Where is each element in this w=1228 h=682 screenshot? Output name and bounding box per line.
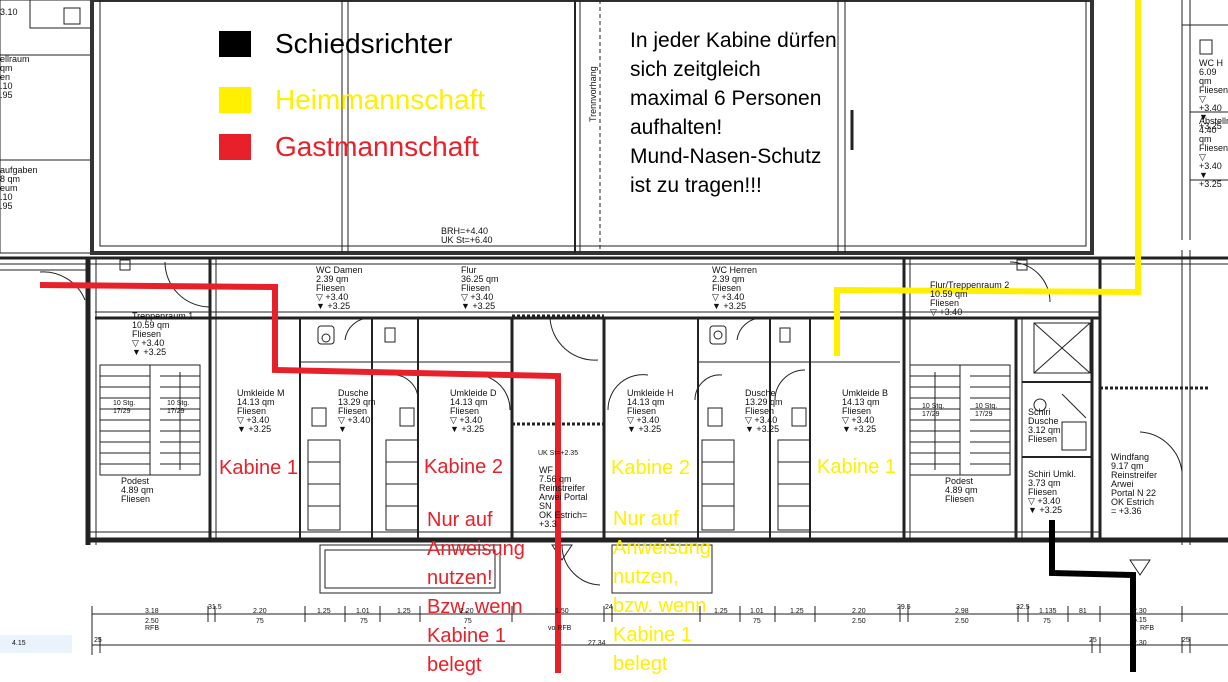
stairs-label-1b: 10 Stg. 17/29 <box>167 400 190 415</box>
home-cabin-1-label: Kabine 1 <box>817 456 896 478</box>
uk-st-label: UK St=+2.35 <box>538 450 579 457</box>
dim-sub-label: 75 <box>464 618 472 625</box>
dim-label: 1.50 <box>555 608 569 615</box>
home-cabin-2-label: Kabine 2 <box>611 457 690 479</box>
dim-label: 3.18 <box>145 608 159 615</box>
dim-rfb-left: RFB <box>145 625 159 632</box>
dim-label: 32.5 <box>1016 604 1030 611</box>
room-wc-damen: WC Damen 2.39 qm Fliesen ▽ +3.40 ▼ +3.25 <box>316 265 363 311</box>
legend-home-label: Heimmannschaft <box>275 84 486 115</box>
legend-referee-label: Schiedsrichter <box>275 28 453 59</box>
legend-guest-swatch <box>219 134 251 160</box>
referee-route-line <box>1049 520 1136 672</box>
dim-label: 2.98 <box>955 608 969 615</box>
room-wf: WF 7.56 qm Reinstreifer Arwei Portal SN … <box>539 465 588 529</box>
dim-label: 1.25 <box>397 608 411 615</box>
dim-label: 1.25 <box>714 608 728 615</box>
room-umkleide-d: Umkleide D 14.13 qm Fliesen ▽ +3.40 ▼ +3… <box>450 388 497 434</box>
dim-label: 31.5 <box>208 604 222 611</box>
dim-sub-label: 75 <box>256 618 264 625</box>
dim-615: 6.15 <box>1133 617 1147 624</box>
dim-sub-label: 75 <box>753 618 761 625</box>
dim-sub-label: 75 <box>1043 618 1051 625</box>
legend-home-swatch <box>219 87 251 113</box>
fragment-sonderaufgaben-left: aufgaben 8 qm eum .10 .95 <box>0 165 38 211</box>
dim-label: 1.135 <box>1039 608 1057 615</box>
guest-usage-note: Nur auf Anweisung nutzen! Bzw. wenn Kabi… <box>427 509 525 676</box>
stairs-label-2a: 10 Stg. 17/29 <box>922 403 945 418</box>
guest-cabin-1-label: Kabine 1 <box>219 457 298 479</box>
room-schiri-dusche: Schiri Dusche 3.12 qm Fliesen <box>1028 407 1061 444</box>
dim-sub-label: 2.50 <box>955 618 969 625</box>
dim-label: 24 <box>605 604 613 611</box>
legend-referee-swatch <box>219 31 251 57</box>
notice-text: In jeder Kabine dürfen sich zeitgleich m… <box>630 29 837 197</box>
dim-label: 29.5 <box>897 604 911 611</box>
dim-label: 1.01 <box>750 608 764 615</box>
room-podest-right: Podest 4.89 qm Fliesen <box>945 476 978 504</box>
room-podest-left: Podest 4.89 qm Fliesen <box>121 476 154 504</box>
room-windfang: Windfang 9.17 qm Reinstreifer Arwei Port… <box>1111 452 1158 516</box>
dim-left: 4.15 <box>12 640 26 647</box>
dim-label: 2.20 <box>253 608 267 615</box>
dim-230-b: 2.30 <box>1133 640 1147 647</box>
room-abstell-right: Abstellr 4.40 qm Fliesen ▽ +3.40 ▼ +3.25 <box>1199 116 1228 189</box>
room-schiri-umkleide: Schiri Umkl. 3.73 qm Fliesen ▽ +3.40 ▼ +… <box>1028 469 1077 515</box>
trennvorhang-label: Trennvorhang <box>588 66 598 122</box>
room-umkleide-b: Umkleide B 14.13 qm Fliesen ▽ +3.40 ▼ +3… <box>842 388 889 434</box>
dim-25-c: 25 <box>1182 637 1190 644</box>
dim-sub-label: 2.50 <box>145 618 159 625</box>
dim-total: 27.34 <box>588 640 606 647</box>
dim-label: 1.01 <box>356 608 370 615</box>
fragment-top-left: 3.10 <box>0 7 18 17</box>
legend-guest: Gastmannschaft <box>219 131 479 163</box>
stairs-label-1a: 10 Stg. 17/29 <box>113 400 136 415</box>
dim-label: 2.20 <box>460 608 474 615</box>
dim-sub-label: 75 <box>360 618 368 625</box>
room-flur-treppenraum-2: Flur/Treppenraum 2 10.59 qm Fliesen ▽ +3… <box>930 280 1010 317</box>
legend-guest-label: Gastmannschaft <box>275 131 479 162</box>
dim-label: 2.30 <box>1133 608 1147 615</box>
dim-25-a: 25 <box>94 637 102 644</box>
dim-label: 1.25 <box>790 608 804 615</box>
room-flur: Flur 36.25 qm Fliesen ▽ +3.40 ▼ +3.25 <box>461 265 499 311</box>
legend-referee: Schiedsrichter <box>219 28 452 60</box>
legend-home: Heimmannschaft <box>219 84 485 116</box>
fragment-abstellraum-left: ellraum qm en .10 .95 <box>0 54 30 100</box>
room-dusche-right: Dusche 13.29 qm Fliesen ▽ +3.40 ▼ +3.25 <box>745 388 783 434</box>
guest-cabin-2-label: Kabine 2 <box>424 456 503 478</box>
dim-label: 2.20 <box>852 608 866 615</box>
dim-label: 81 <box>1079 608 1087 615</box>
room-wc-h-right: WC H 6.09 qm Fliesen ▽ +3.40 ▼ +3.25 <box>1199 58 1228 131</box>
dim-25-b: 25 <box>1089 637 1097 644</box>
brh-label: BRH=+4.40 UK St=+6.40 <box>441 226 493 245</box>
room-dusche-left: Dusche 13.29 qm Fliesen ▽ +3.40 ▼ <box>338 388 376 434</box>
room-wc-herren: WC Herren 2.39 qm Fliesen ▽ +3.40 ▼ +3.2… <box>712 265 758 311</box>
guest-route-line <box>39 282 561 673</box>
room-treppenraum-1: Treppenraum 1 10.59 qm Fliesen ▽ +3.40 ▼… <box>132 311 194 357</box>
room-umkleide-h: Umkleide H 14.13 qm Fliesen ▽ +3.40 ▼ +3… <box>627 388 674 434</box>
dim-label: 1.25 <box>317 608 331 615</box>
home-usage-note: Nur auf Anweisung nutzen, bzw. wenn Kabi… <box>613 508 711 675</box>
stairs-label-2b: 10 Stg. 17/29 <box>975 403 998 418</box>
dim-rfb-right: RFB <box>1140 625 1154 632</box>
home-route-line <box>834 0 1141 356</box>
dim-rfb-mid: vo RFB <box>548 625 572 632</box>
dim-sub-label: 2.50 <box>852 618 866 625</box>
room-umkleide-m: Umkleide M 14.13 qm Fliesen ▽ +3.40 ▼ +3… <box>237 388 285 434</box>
